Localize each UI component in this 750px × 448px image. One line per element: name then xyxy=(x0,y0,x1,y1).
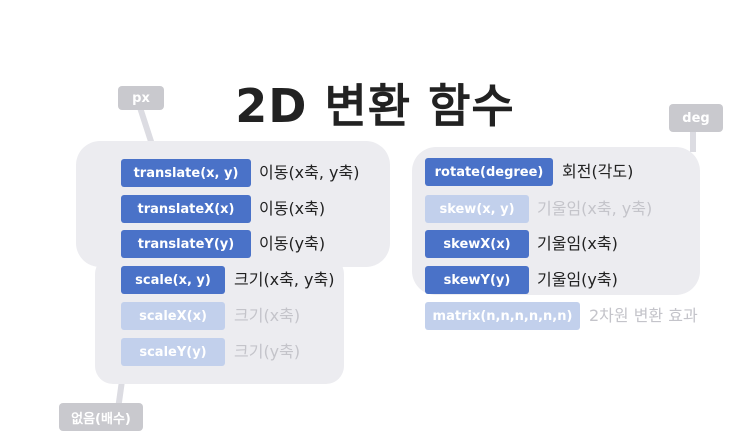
tag-none: 없음(배수) xyxy=(59,403,143,431)
skewx-function: skewX(x) xyxy=(425,230,529,258)
tag-px: px xyxy=(118,86,164,110)
skewy-description: 기울임(y축) xyxy=(537,270,618,289)
skew-function: skew(x, y) xyxy=(425,195,529,223)
tag-deg: deg xyxy=(669,104,723,132)
connector-deg xyxy=(690,128,696,152)
rotate-function: rotate(degree) xyxy=(425,158,553,186)
scale-description: 크기(x축, y축) xyxy=(234,270,335,289)
scaley-description: 크기(y축) xyxy=(234,342,301,361)
rotate-description: 회전(각도) xyxy=(562,162,634,181)
scale-function: scale(x, y) xyxy=(121,266,225,294)
page-title: 2D 변환 함수 xyxy=(235,79,515,133)
scaley-function: scaleY(y) xyxy=(121,338,225,366)
matrix-description: 2차원 변환 효과 xyxy=(589,306,698,325)
skewy-function: skewY(y) xyxy=(425,266,529,294)
translatey-function: translateY(y) xyxy=(121,230,251,258)
translatey-description: 이동(y축) xyxy=(259,234,326,253)
translate-description: 이동(x축, y축) xyxy=(259,163,360,182)
translatex-description: 이동(x축) xyxy=(259,199,326,218)
translatex-function: translateX(x) xyxy=(121,195,251,223)
scalex-description: 크기(x축) xyxy=(234,306,301,325)
translate-function: translate(x, y) xyxy=(121,159,251,187)
skewx-description: 기울임(x축) xyxy=(537,234,618,253)
skew-description: 기울임(x축, y축) xyxy=(537,199,653,218)
scalex-function: scaleX(x) xyxy=(121,302,225,330)
matrix-function: matrix(n,n,n,n,n,n) xyxy=(425,302,580,330)
